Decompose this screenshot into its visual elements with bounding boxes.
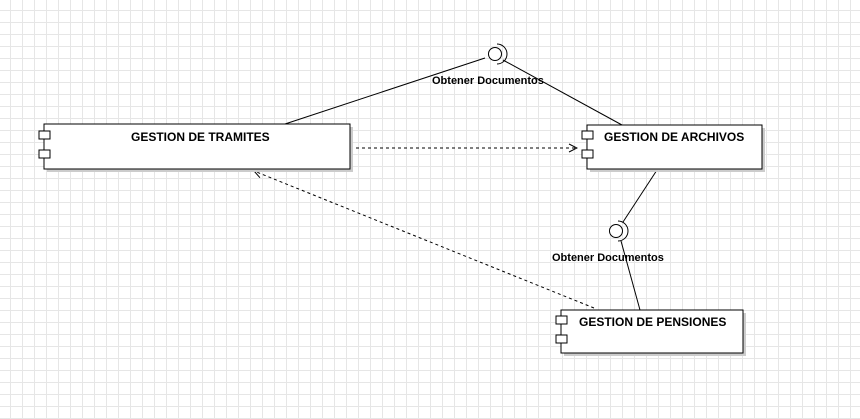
component-archivos-title: GESTION DE ARCHIVOS xyxy=(604,130,744,144)
component-port-upper xyxy=(581,130,594,140)
interface-right-ball xyxy=(609,224,623,238)
component-gestion-de-archivos[interactable]: GESTION DE ARCHIVOS xyxy=(581,124,765,172)
component-gestion-de-pensiones[interactable]: GESTION DE PENSIONES xyxy=(555,309,746,356)
component-port-lower xyxy=(38,149,51,159)
interface-connectors xyxy=(284,57,658,311)
interface-top-ball xyxy=(488,47,502,61)
component-body xyxy=(560,309,744,354)
component-port-upper xyxy=(555,315,568,325)
component-tramites-title: GESTION DE TRAMITES xyxy=(131,130,270,144)
interface-right-symbol[interactable] xyxy=(609,220,629,242)
dependency-connectors xyxy=(254,148,595,309)
component-port-upper xyxy=(38,130,51,140)
interface-top-label: Obtener Documentos xyxy=(432,75,544,87)
interface-right-socket xyxy=(617,220,629,242)
interface-right-label: Obtener Documentos xyxy=(552,252,664,264)
component-body xyxy=(43,123,351,170)
connector-right-interface-to-pensiones[interactable] xyxy=(620,240,641,311)
dependency-pensiones-to-tramites[interactable] xyxy=(254,171,595,309)
connector-tramites-to-top-interface[interactable] xyxy=(284,57,486,125)
component-body xyxy=(586,124,763,170)
component-pensiones-title: GESTION DE PENSIONES xyxy=(579,315,726,329)
interface-top-symbol[interactable] xyxy=(488,43,508,65)
connector-archivos-to-right-interface[interactable] xyxy=(622,169,658,223)
component-gestion-de-tramites[interactable]: GESTION DE TRAMITES xyxy=(38,123,353,172)
component-port-lower xyxy=(581,149,594,159)
connector-top-interface-to-archivos[interactable] xyxy=(502,59,623,126)
interface-top-socket xyxy=(496,43,508,65)
component-port-lower xyxy=(555,334,568,344)
